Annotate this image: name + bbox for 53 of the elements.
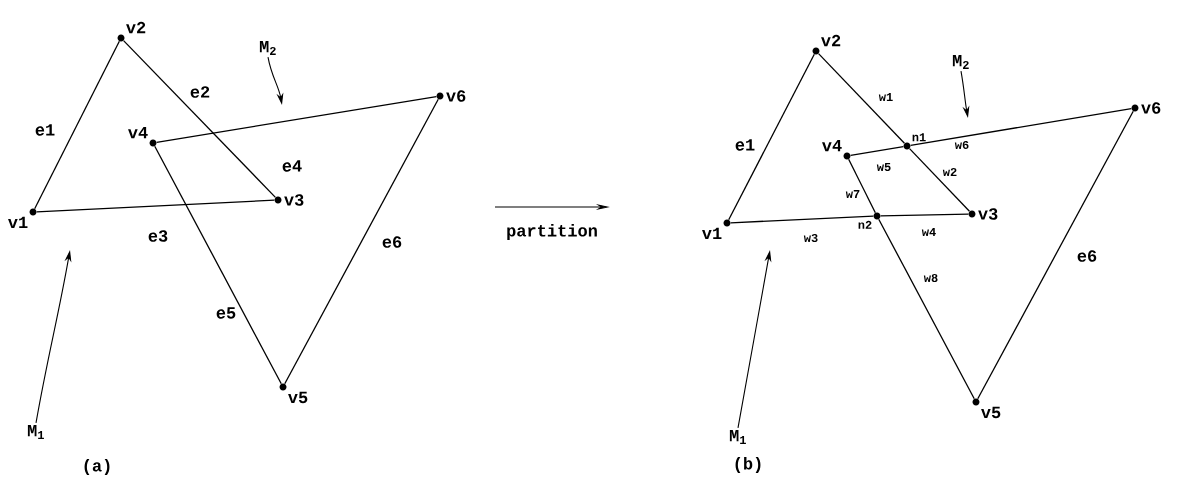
edge-label: e3 <box>148 230 168 242</box>
line-segment <box>880 213 969 217</box>
line-segment <box>850 145 904 157</box>
node-label: v6 <box>1141 102 1161 114</box>
line-segment <box>156 95 437 144</box>
edge-label: e1 <box>35 124 55 136</box>
edge-label: w7 <box>845 190 860 198</box>
line-segment <box>122 40 277 198</box>
edge-label: e2 <box>190 86 210 98</box>
line-segment <box>36 199 275 213</box>
caption-label: (b) <box>735 457 761 473</box>
node-label: v5 <box>981 406 1001 419</box>
line-segment <box>34 40 120 210</box>
line-segment <box>730 215 874 224</box>
edge-label: w3 <box>803 233 818 243</box>
caption-label: partition <box>507 224 597 240</box>
line-segment <box>910 107 1132 147</box>
node-label: n2 <box>858 220 872 229</box>
edge-label: w2 <box>942 168 957 176</box>
line-segment <box>284 98 439 385</box>
edge-label: e4 <box>282 160 302 172</box>
edge-label: w8 <box>923 273 938 283</box>
region-label: M$_{2}$ <box>952 55 969 69</box>
line-segment <box>817 53 906 144</box>
edge-label: e5 <box>216 307 236 319</box>
line-segment <box>878 218 975 400</box>
line-segment <box>154 145 282 385</box>
node-label: v5 <box>288 391 308 404</box>
region-label: M$_{1}$ <box>729 430 746 444</box>
node-label: v3 <box>284 194 304 206</box>
edge-label: e6 <box>382 236 402 248</box>
node-label: v3 <box>978 208 998 220</box>
line-segment <box>848 158 876 214</box>
node-label: v2 <box>821 34 841 47</box>
node-label: n1 <box>912 133 926 142</box>
edge-label: w6 <box>954 140 969 150</box>
edge-label: e1 <box>735 139 755 151</box>
node-label: v2 <box>126 21 146 34</box>
node-label: v1 <box>8 216 28 229</box>
edge-label: e6 <box>1077 250 1097 262</box>
node-label: v6 <box>446 90 466 102</box>
node-label: v1 <box>702 227 722 240</box>
line-segment <box>977 110 1134 400</box>
edge-label: w4 <box>921 228 936 236</box>
edge-label: w5 <box>876 163 891 171</box>
region-label: M$_{2}$ <box>259 41 276 55</box>
line-segment <box>908 148 971 212</box>
caption-label: (a) <box>84 459 110 475</box>
edge-label: w1 <box>878 93 893 101</box>
node-label: v4 <box>128 126 148 139</box>
region-label: M$_{1}$ <box>27 425 44 439</box>
line-segment <box>728 53 815 221</box>
node-label: v4 <box>822 139 842 152</box>
